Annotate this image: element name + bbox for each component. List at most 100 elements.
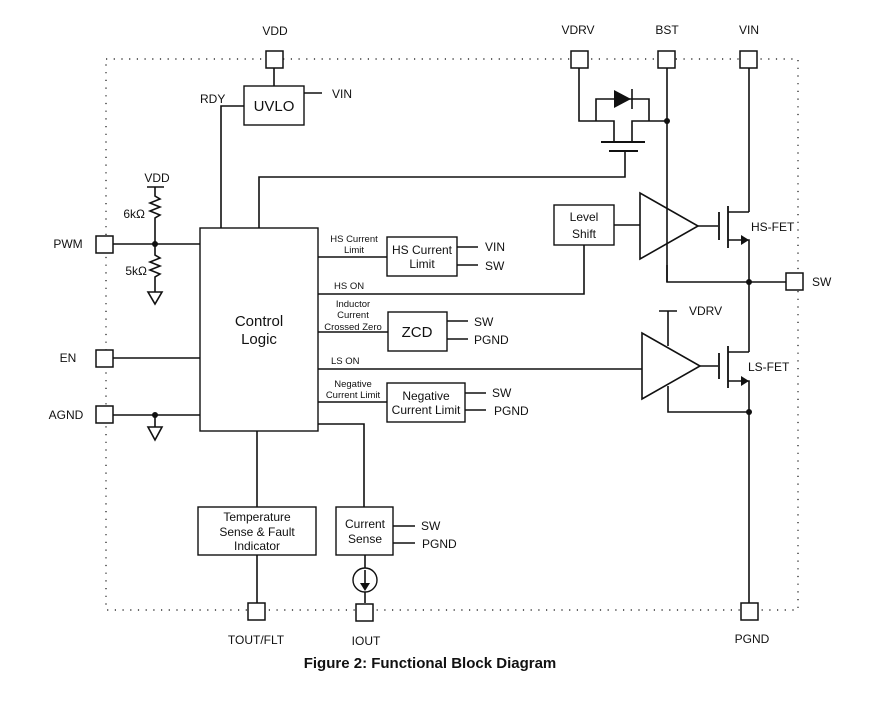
pin-iout: IOUT — [352, 603, 381, 648]
signal-label: VDRV — [689, 304, 722, 318]
signal-label: VIN — [485, 240, 505, 254]
ls-fet: LS-FET — [718, 346, 790, 412]
pin-pad — [95, 349, 114, 368]
fet-label: LS-FET — [748, 360, 790, 374]
pin-vdrv: VDRV — [561, 23, 595, 69]
block-label: Control — [235, 313, 283, 330]
uvlo-block: UVLO — [243, 85, 305, 126]
rdy-label: RDY — [200, 92, 225, 106]
signal-label: LS ON — [331, 356, 360, 367]
block-label: Logic — [241, 331, 277, 348]
signal-label: PGND — [494, 404, 529, 418]
pin-pad — [739, 50, 758, 69]
pin-label: VDRV — [561, 23, 594, 37]
uvlo-vin-label: VIN — [332, 87, 352, 101]
pin-pad — [785, 272, 804, 291]
pin-en: EN — [60, 349, 114, 368]
ic-boundary — [105, 58, 799, 611]
block-label: Shift — [572, 227, 597, 241]
pin-vin: VIN — [739, 23, 759, 69]
temperature-sense-block: Temperature Sense & Fault Indicator — [197, 506, 317, 556]
bootstrap-switch — [258, 68, 667, 228]
block-label: ZCD — [402, 324, 433, 341]
signal-label: SW — [474, 315, 494, 329]
signal-label: PGND — [422, 537, 457, 551]
block-label: Current Limit — [392, 403, 461, 417]
pin-label: BST — [655, 23, 679, 37]
pin-label: VIN — [739, 23, 759, 37]
pin-pad — [265, 50, 284, 69]
level-shift-block: Level Shift — [553, 204, 615, 246]
hs-driver-icon — [639, 191, 700, 261]
pin-pad — [657, 50, 676, 69]
signal-label: SW — [485, 259, 505, 273]
block-label: Indicator — [234, 539, 280, 553]
current-source-icon — [352, 567, 378, 593]
signal-label: SW — [492, 386, 512, 400]
zcd-block: ZCD — [387, 311, 448, 352]
pin-vdd-top: VDD — [262, 24, 288, 69]
pin-pad — [570, 50, 589, 69]
pin-agnd: AGND — [49, 405, 114, 424]
signal-label: SW — [421, 519, 441, 533]
wire — [318, 423, 365, 507]
block-label: Sense & Fault — [219, 525, 295, 539]
signal-label: HS ON — [334, 281, 364, 292]
pin-pad — [95, 405, 114, 424]
signal-label: Current Limit — [326, 390, 381, 401]
block-label: Sense — [348, 532, 382, 546]
pin-tout-flt: TOUT/FLT — [228, 602, 285, 647]
wire — [667, 386, 749, 413]
ground-icon — [146, 426, 164, 442]
control-logic-block: Control Logic — [199, 227, 319, 432]
pin-label: EN — [60, 351, 77, 365]
pullup-vdd-label: VDD — [144, 171, 170, 185]
block-label: UVLO — [254, 98, 295, 115]
pin-pad — [740, 602, 759, 621]
pin-pgnd: PGND — [735, 602, 770, 646]
pin-pad — [355, 603, 374, 622]
negative-current-limit-block: Negative Current Limit — [386, 382, 466, 423]
diode-icon — [614, 90, 631, 108]
hs-on-wire — [318, 245, 585, 295]
signal-label: PGND — [474, 333, 509, 347]
pin-label: SW — [812, 275, 832, 289]
resistor-6k-label: 6kΩ — [123, 207, 145, 221]
signal-label: Crossed Zero — [324, 322, 382, 333]
resistor-6k-icon — [147, 187, 163, 244]
signal-label: Negative — [334, 379, 372, 390]
pin-sw: SW — [785, 272, 832, 291]
wire — [666, 265, 749, 283]
ground-icon — [146, 291, 164, 306]
resistor-5k-icon — [147, 244, 163, 292]
hs-fet: HS-FET — [718, 206, 795, 282]
pin-pwm: PWM — [53, 235, 114, 254]
block-label: Current — [345, 517, 386, 531]
signal-label: Limit — [344, 245, 364, 256]
pin-pad — [247, 602, 266, 621]
junction — [664, 118, 670, 124]
pin-label: PGND — [735, 632, 770, 646]
signal-label: Current — [337, 310, 369, 321]
fet-label: HS-FET — [751, 220, 795, 234]
figure-caption: Figure 2: Functional Block Diagram — [304, 655, 557, 672]
signal-label: Inductor — [336, 299, 370, 310]
block-label: Level — [570, 210, 599, 224]
block-label: HS Current — [392, 243, 453, 257]
ls-driver-icon — [641, 331, 702, 401]
current-sense-block: Current Sense — [335, 506, 394, 556]
pin-pad — [95, 235, 114, 254]
block-label: Temperature — [223, 510, 291, 524]
rdy-wire — [220, 105, 244, 228]
block-label: Limit — [409, 257, 435, 271]
pin-label: VDD — [262, 24, 288, 38]
pin-bst: BST — [655, 23, 679, 69]
block-label: Negative — [402, 389, 450, 403]
pin-label: PWM — [53, 237, 82, 251]
pin-label: IOUT — [352, 634, 381, 648]
pin-label: AGND — [49, 408, 84, 422]
pin-label: TOUT/FLT — [228, 633, 285, 647]
signal-label: HS Current — [330, 234, 378, 245]
hs-current-limit-block: HS Current Limit — [386, 236, 458, 277]
